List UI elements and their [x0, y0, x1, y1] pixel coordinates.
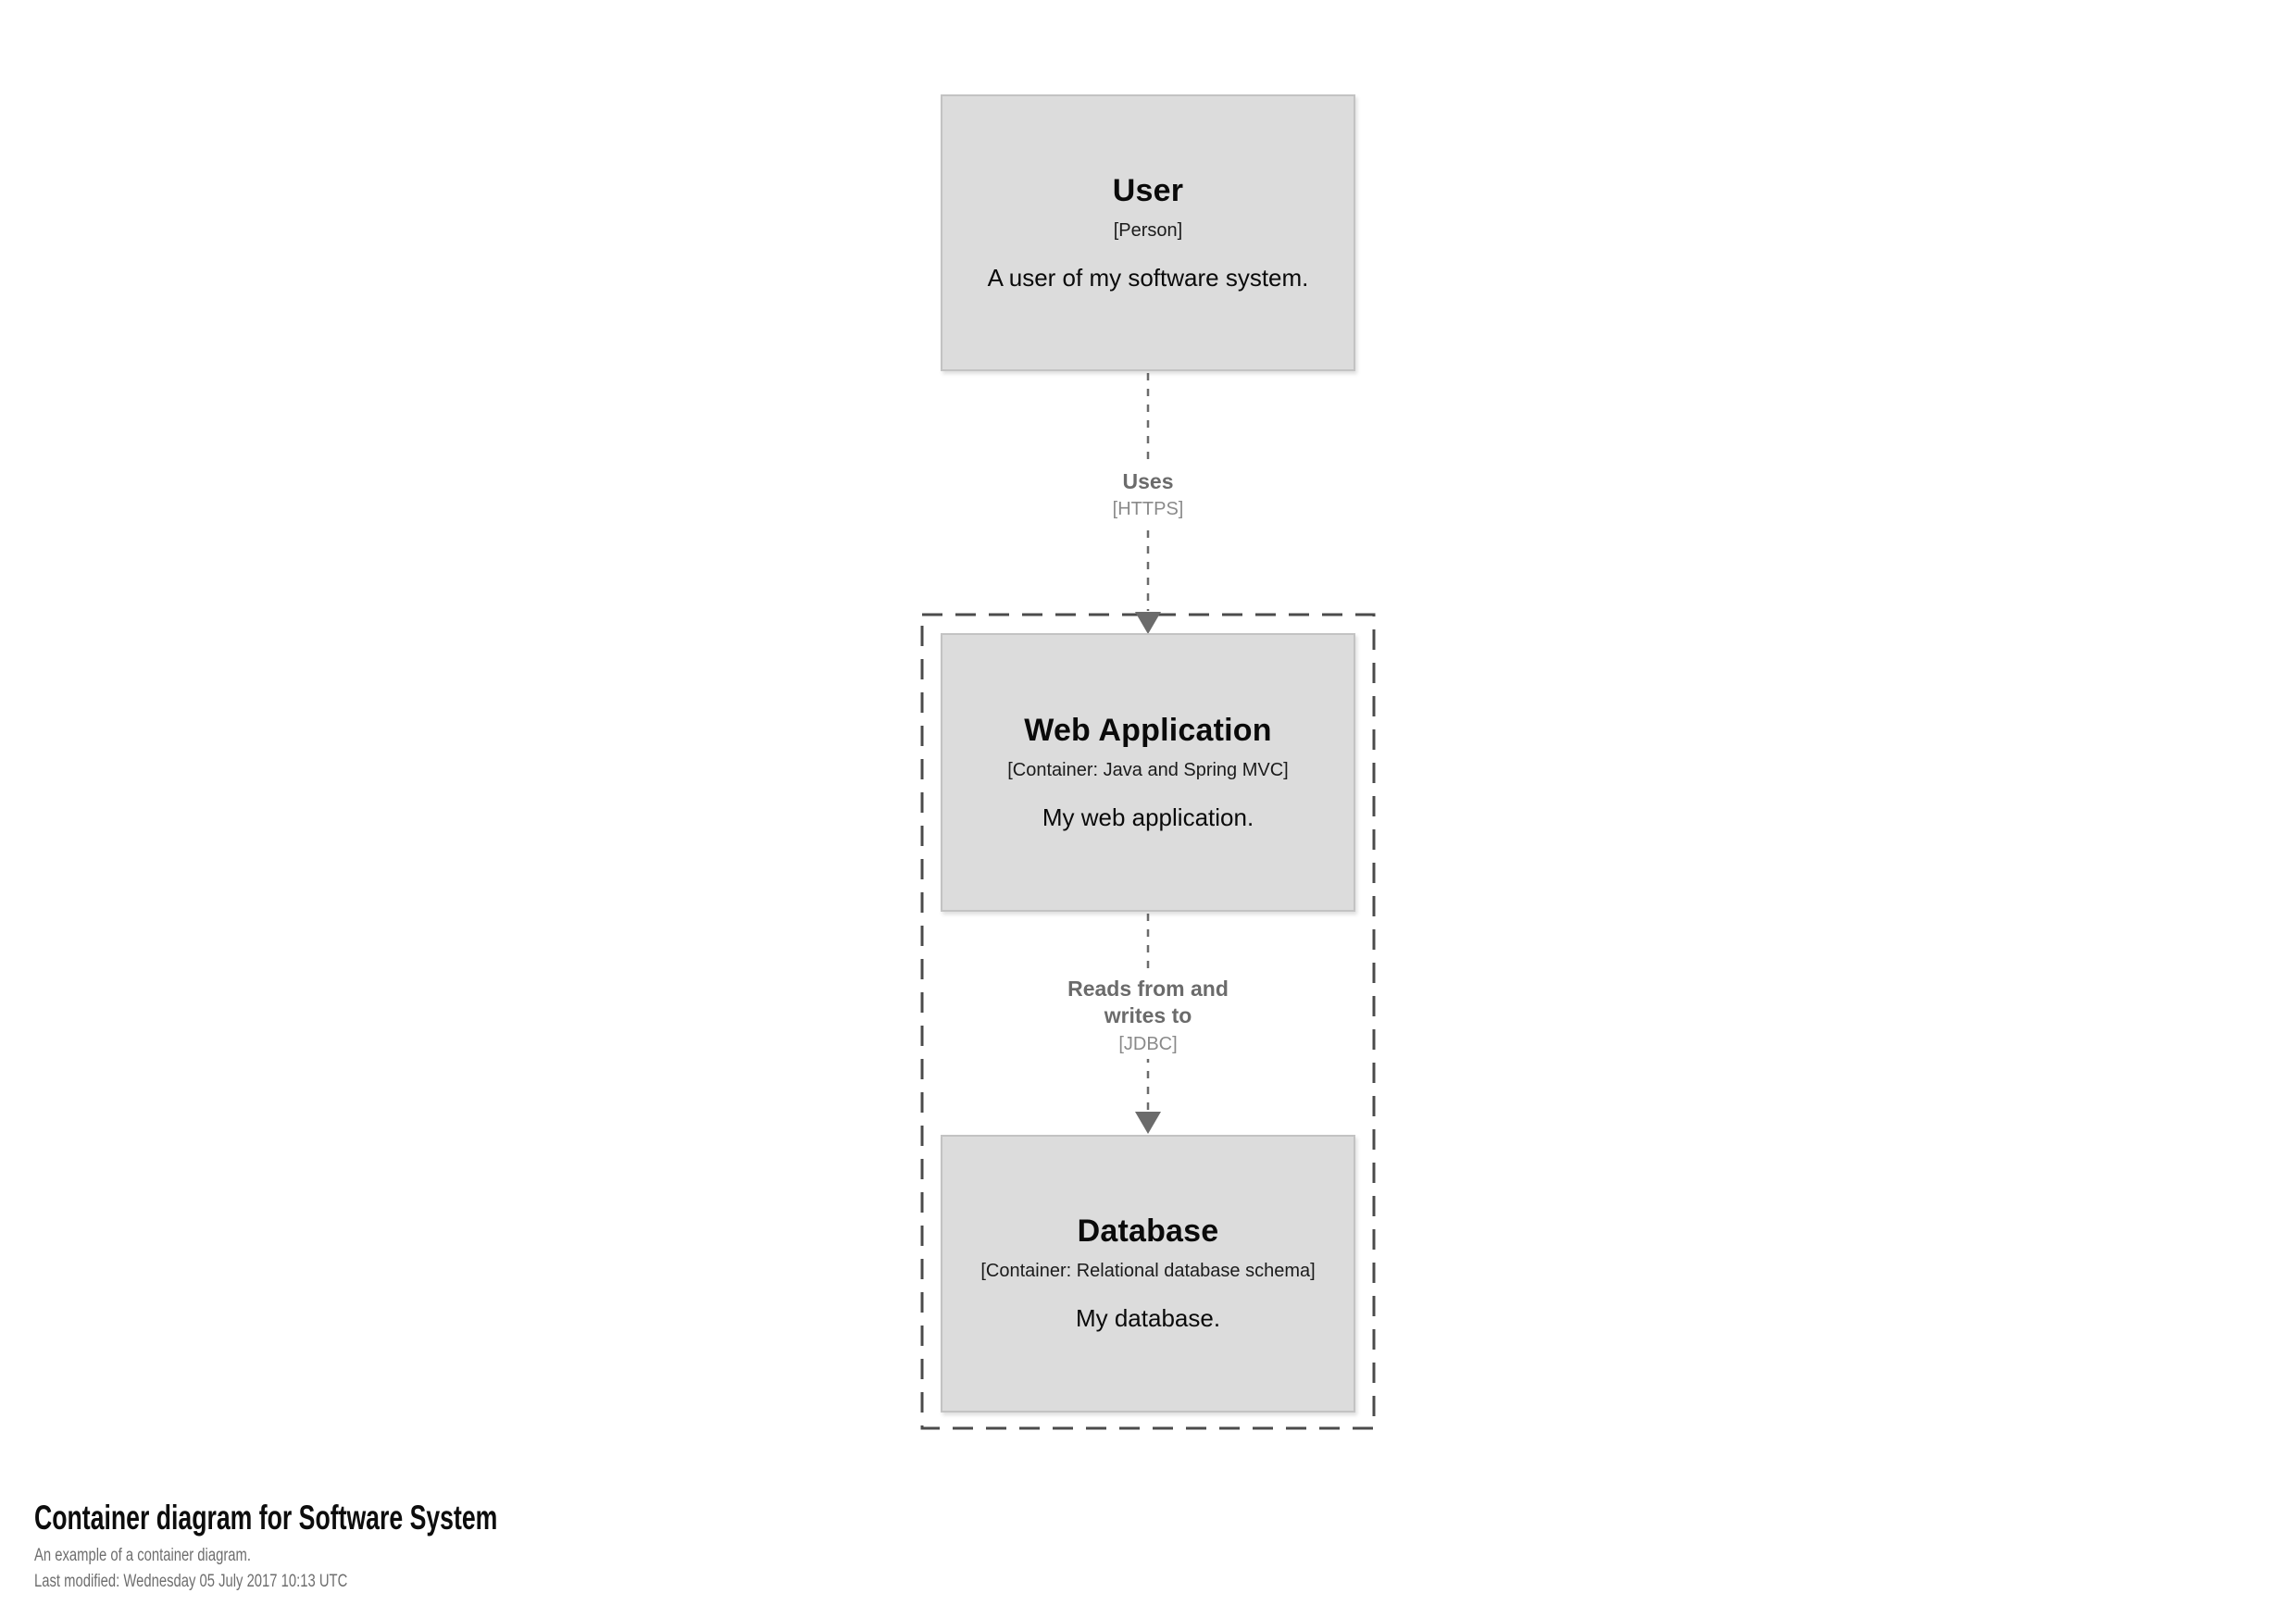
- node-user-name: User: [1112, 172, 1184, 208]
- node-database-description: My database.: [1075, 1304, 1221, 1333]
- arrowhead-down-icon: [1135, 612, 1161, 634]
- relationship-reads-writes-technology: [JDBC]: [1118, 1033, 1178, 1054]
- node-database-name: Database: [1077, 1214, 1219, 1250]
- relationship-label-uses: Uses [HTTPS]: [1103, 466, 1193, 525]
- relationship-label-reads-writes: Reads from and writes to [JDBC]: [1046, 973, 1250, 1059]
- relationship-uses-text: Uses: [1122, 469, 1174, 493]
- arrowhead-down-icon: [1135, 1112, 1161, 1134]
- node-web-application-description: My web application.: [1042, 803, 1254, 831]
- diagram-last-modified: Last modified: Wednesday 05 July 2017 10…: [34, 1572, 348, 1591]
- node-user[interactable]: User [Person] A user of my software syst…: [941, 94, 1355, 371]
- node-web-application[interactable]: Web Application [Container: Java and Spr…: [941, 633, 1355, 912]
- node-web-application-metadata: [Container: Java and Spring MVC]: [1007, 759, 1289, 780]
- node-user-metadata: [Person]: [1113, 219, 1183, 241]
- relationship-reads-writes-text: Reads from and writes to: [1067, 977, 1229, 1028]
- node-user-description: A user of my software system.: [987, 263, 1309, 292]
- node-database[interactable]: Database [Container: Relational database…: [941, 1135, 1355, 1413]
- diagram-subtitle: An example of a container diagram.: [34, 1546, 251, 1565]
- relationship-uses-technology: [HTTPS]: [1112, 499, 1184, 520]
- node-database-metadata: [Container: Relational database schema]: [980, 1261, 1316, 1282]
- node-web-application-name: Web Application: [1024, 712, 1272, 748]
- diagram-title: Container diagram for Software System: [34, 1499, 498, 1537]
